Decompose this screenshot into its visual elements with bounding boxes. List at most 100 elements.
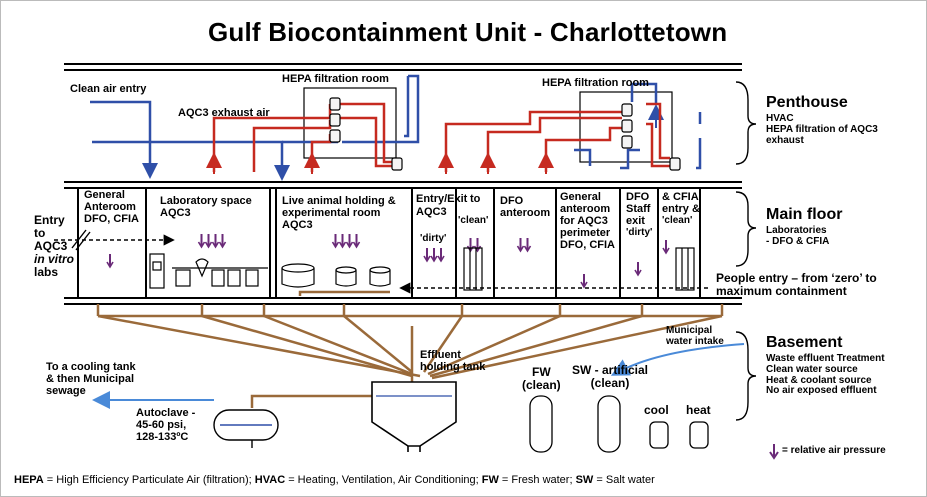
legend-abbr: FW [481,474,499,486]
pressure-arrow-group [197,234,227,249]
room-label-line: DFO [626,191,650,203]
legend-abbr: SW [575,474,594,486]
room-label-line: in vitro [34,251,75,266]
pressure-arrow-head [634,269,642,277]
heat-tank-label: heat [686,403,711,417]
main-floor-line: - DFO & CFIA [766,235,830,247]
basement-label-line: To a cooling tank [46,361,136,373]
penthouse-line: HEPA filtration of AQC3 [766,123,878,135]
cooling-tank-label: To a cooling tank & then Municipal sewag… [46,361,136,398]
pressure-arrow-head [106,261,114,269]
basement-label-line: FW [532,365,551,379]
entry-invitro-label: Entry to AQC3 in vitro labs [34,214,74,279]
abbreviation-legend: HEPA = High Efficiency Particulate Air (… [14,474,655,486]
room-label-line: 'dirty' [626,226,653,238]
people-entry-line: maximum containment [716,283,847,298]
perimeter-anteroom-label: General anteroom for AQC3 perimeter DFO,… [560,191,615,251]
pressure-arrow-head [662,247,670,255]
door-slash [71,229,91,251]
legend-text: = High Efficiency Particulate Air (filtr… [43,474,255,486]
pressure-arrow-head [580,281,588,289]
basement-label-line: 128-133ºC [136,430,189,443]
pressure-arrow-group [580,274,588,289]
pressure-arrow-head [204,241,213,249]
page-title: Gulf Biocontainment Unit - Charlottetown [208,17,728,47]
pressure-arrow-head [423,255,431,263]
entry-exit-label: Entry/Exit [416,193,468,205]
pressure-arrow-head [437,255,445,263]
pressure-arrow-group [516,238,532,253]
water-tanks [529,395,709,453]
legend-abbr: HVAC [254,474,286,486]
sw-tank-label: SW - artificial (clean) [572,364,648,390]
legend-text: = Fresh water; [498,474,576,486]
live-animal-label: Live animal holding & experimental room … [282,195,396,232]
room-label-line: General [84,189,125,201]
entry-clean-label: 'clean' [458,215,489,226]
pressure-arrow-group [106,254,114,269]
room-label-line: to [34,225,46,240]
basement-label-line: water intake [666,335,724,347]
entry-exit-to-label: to [470,193,481,205]
basement-label-line: Autoclave - [136,407,196,419]
hepa-room-right-label: HEPA filtration room [542,77,649,89]
room-label-line: Laboratory space [160,195,252,207]
general-anteroom-label: General Anteroom DFO, CFIA [84,189,139,226]
dfo-anteroom-label: DFO anteroom [500,195,551,220]
room-label-line: AQC3 [282,218,313,231]
entry-dashed-arrows [54,234,708,294]
room-label-line: Staff [626,202,651,215]
entry-aqc3-label: AQC3 [416,206,447,218]
basement-label-line: Effluent [420,349,461,361]
autoclave-label: Autoclave - 45-60 psi, 128-133ºC [136,407,196,444]
cfia-entry-label: & CFIA entry & 'clean' [662,191,700,227]
penthouse-line: HVAC [766,113,794,124]
section-brackets [735,81,757,421]
hepa-room-left-label: HEPA filtration room [282,73,389,85]
legend-text: = Salt water [593,474,655,486]
exhaust-ducts [212,102,670,172]
room-label-line: Anteroom [84,200,136,213]
people-entry-line: People entry – from ‘zero’ to [716,271,877,285]
exhaust-arrows [206,152,554,174]
main-floor-title: Main floor [766,206,843,223]
room-label-line: DFO, CFIA [84,212,139,225]
room-label-line: General [560,191,601,203]
pressure-arrow-group [331,234,361,249]
legend-text: = Heating, Ventilation, Air Conditioning… [285,474,482,486]
municipal-water-label: Municipal water intake [666,325,724,348]
basement-line: Waste effluent Treatment [766,353,885,364]
room-label-line: & CFIA [662,191,699,203]
pressure-arrow-head [523,245,532,253]
pressure-arrow-head [352,241,361,249]
hepa-room-right-box [579,91,673,163]
dfo-staff-exit-label: DFO Staff exit 'dirty' [626,191,653,238]
room-label-line: anteroom [560,202,611,215]
room-label-line: DFO [500,195,524,207]
effluent-holding-tank [371,381,457,452]
room-label-line: anteroom [500,206,551,219]
basement-line: Heat & coolant source [766,374,872,386]
lab-space-label: Laboratory space AQC3 [160,195,252,220]
room-label-line: experimental room [282,206,381,219]
basement-details: Waste effluent Treatment Clean water sou… [766,353,885,397]
penthouse-line: exhaust [766,134,804,146]
basement-label-line: (clean) [522,377,561,392]
main-floor-line: Laboratories [766,225,827,236]
basement-label-line: (clean) [590,375,630,390]
pressure-arrow-head [338,241,347,249]
pressure-arrow-group [423,248,445,263]
pressure-arrow-head [218,241,227,249]
pressure-arrow-head [211,241,220,249]
room-label-line: Live animal holding & [282,195,396,207]
cool-tank-label: cool [644,403,669,417]
fw-tank-label: FW (clean) [522,366,561,392]
hepa-filter-units [329,97,681,171]
room-label-line: Entry [34,213,65,227]
basement-label-line: & then Municipal [46,372,134,385]
room-label-line: labs [34,264,59,279]
pressure-arrow-head [345,241,354,249]
basement-label-line: holding tank [420,360,486,373]
relative-pressure-icon [769,444,779,460]
